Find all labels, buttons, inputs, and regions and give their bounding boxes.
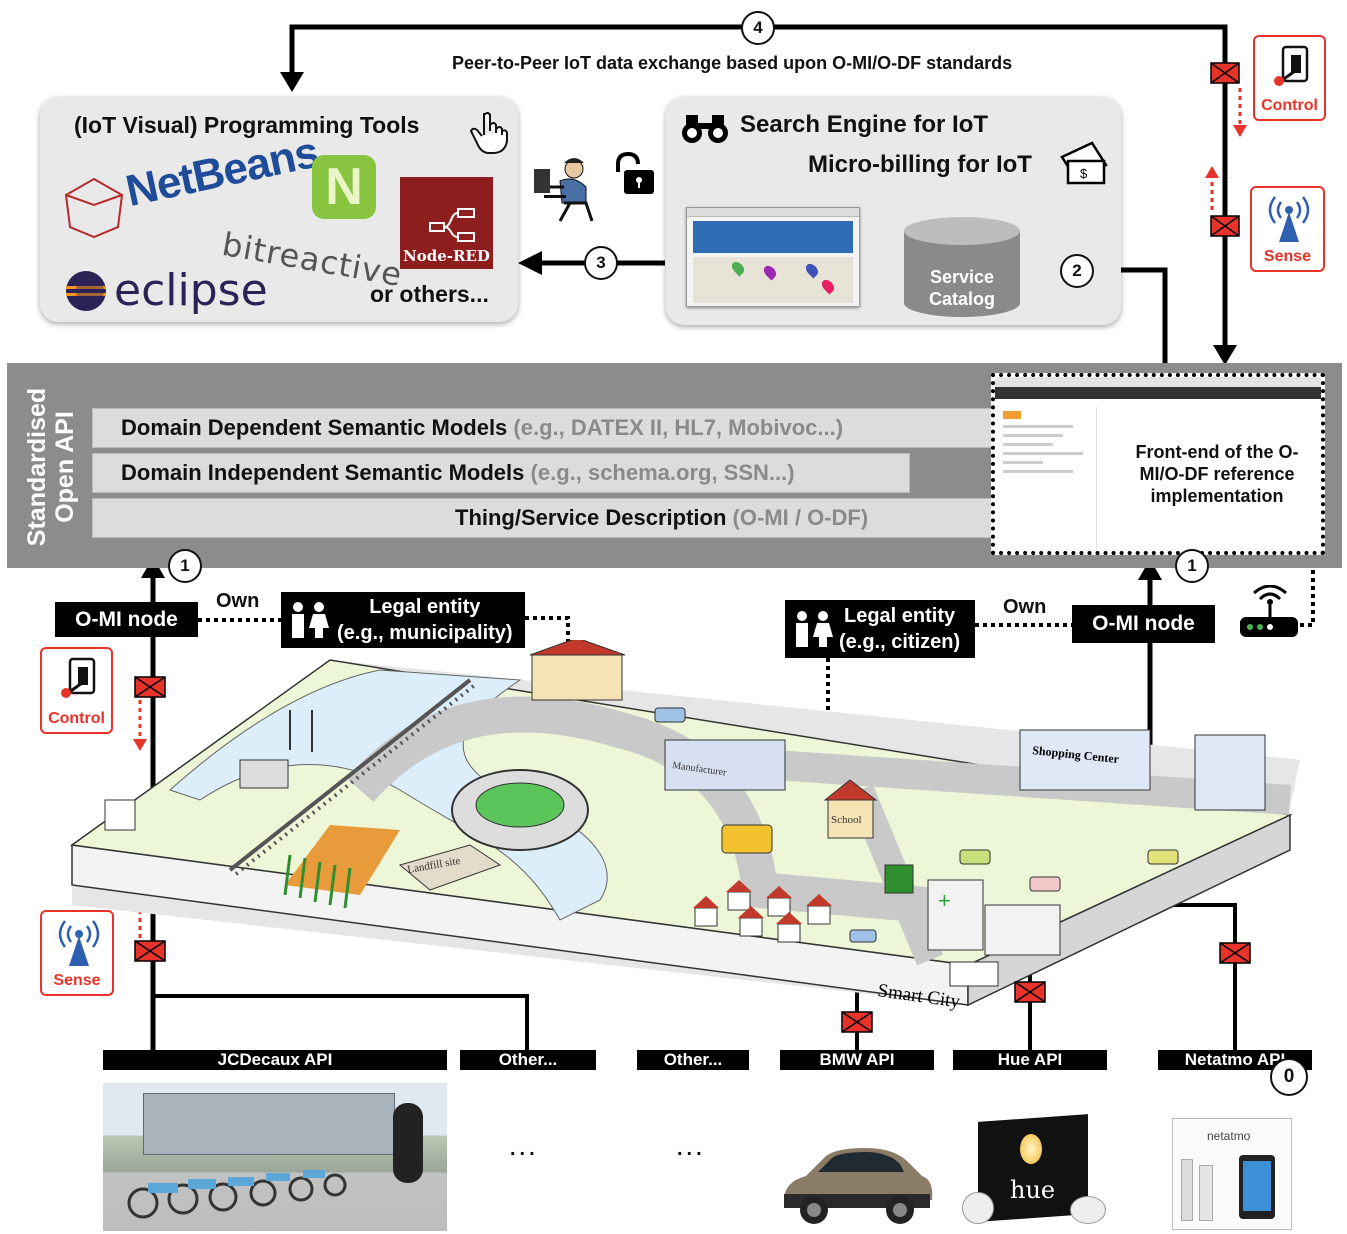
thing-service-description: Thing/Service Description (O-MI / O-DF): [92, 498, 992, 538]
eclipse-logo: eclipse: [64, 265, 268, 316]
api-hue: Hue API: [953, 1050, 1107, 1070]
eclipse-text: eclipse: [114, 265, 268, 316]
api-other-1: Other...: [460, 1050, 596, 1070]
service-catalog-icon: [904, 217, 1020, 317]
search-engine-label: Search Engine for IoT: [740, 111, 989, 138]
node-red-label: Node-RED: [403, 247, 490, 265]
legal-entity-citizen: Legal entity (e.g., citizen): [785, 600, 975, 658]
step-1-badge-right: 1: [1175, 549, 1209, 583]
people-icon: [796, 611, 833, 647]
sense-label-left: Sense: [53, 972, 101, 989]
step-0-badge: 0: [1270, 1058, 1308, 1096]
api-bmw: BMW API: [780, 1050, 934, 1070]
api-other-2: Other...: [637, 1050, 749, 1070]
step-4-badge: 4: [741, 11, 775, 45]
switch-icon: [1274, 45, 1309, 86]
omi-node-left: O-MI node: [55, 602, 198, 637]
search-engine-screenshot: [686, 207, 860, 307]
sense-label-top: Sense: [1263, 248, 1312, 265]
step-1-badge-left: 1: [168, 549, 202, 583]
eclipse-icon: [66, 270, 106, 311]
netatmo-product-image: netatmo: [1172, 1118, 1292, 1230]
user-at-computer-icon: [534, 158, 594, 222]
ellipsis-1: ...: [510, 1138, 539, 1160]
hand-pointer-icon: [470, 112, 508, 154]
switch-icon: [61, 657, 96, 698]
omi-node-right: O-MI node: [1072, 605, 1215, 643]
router-icon: [1240, 585, 1298, 637]
svg-text:+: +: [938, 888, 951, 913]
node-red-logo: Node-RED: [400, 177, 493, 269]
own-label-right: Own: [1003, 596, 1047, 618]
control-label-top: Control: [1261, 97, 1318, 114]
hue-product-image: hue: [960, 1114, 1110, 1230]
control-box-left: Control: [40, 647, 113, 734]
unlock-icon: [616, 152, 654, 194]
own-label-left: Own: [216, 590, 260, 612]
control-box-top: Control: [1253, 35, 1326, 121]
school-label: School: [831, 814, 862, 826]
payment-card-icon: $: [1060, 141, 1108, 185]
p2p-exchange-label: Peer-to-Peer IoT data exchange based upo…: [452, 53, 1013, 73]
domain-independent-models: Domain Independent Semantic Models (e.g.…: [92, 453, 910, 493]
omi-frontend-screenshot: Front-end of the O-MI/O-DF reference imp…: [991, 373, 1325, 555]
tools-title: (IoT Visual) Programming Tools: [74, 112, 420, 138]
programming-tools-panel: (IoT Visual) Programming Tools NetBeans …: [40, 97, 518, 322]
sensor-icon: [58, 920, 100, 966]
service-catalog-label-2: Catalog: [928, 289, 995, 309]
smart-city-illustration: + Shopping Center Manufacturer School La…: [70, 640, 1300, 1013]
service-catalog-label-1: Service: [929, 267, 995, 287]
hue-label: hue: [1010, 1176, 1056, 1204]
bicycles-icon: [127, 1170, 347, 1219]
step-2-badge: 2: [1060, 254, 1094, 288]
api-jcdecaux: JCDecaux API: [103, 1050, 447, 1070]
nodered-n-icon: N: [312, 155, 376, 219]
micro-billing-label: Micro-billing for IoT: [808, 151, 1032, 178]
or-others-label: or others...: [370, 281, 489, 307]
control-label-left: Control: [48, 710, 105, 727]
netatmo-label: netatmo: [1207, 1129, 1251, 1143]
legal-entity-municipality: Legal entity (e.g., municipality): [281, 592, 525, 648]
netbeans-cube-icon: [64, 177, 124, 239]
sense-box-top: Sense: [1250, 186, 1325, 272]
frontend-caption: Front-end of the O-MI/O-DF reference imp…: [1135, 442, 1299, 506]
ellipsis-2: ...: [677, 1138, 706, 1160]
bike-station-photo: [103, 1083, 447, 1231]
search-engine-panel: Search Engine for IoT Micro-billing for …: [666, 97, 1121, 325]
bmw-car-image: [784, 1148, 933, 1224]
step-3-badge: 3: [584, 246, 618, 280]
binoculars-icon: [682, 115, 728, 143]
sense-box-left: Sense: [40, 910, 114, 996]
sensor-icon: [1268, 196, 1310, 242]
domain-dependent-models: Domain Dependent Semantic Models (e.g., …: [92, 408, 992, 448]
svg-text:$: $: [1080, 166, 1088, 181]
people-icon: [292, 602, 329, 638]
